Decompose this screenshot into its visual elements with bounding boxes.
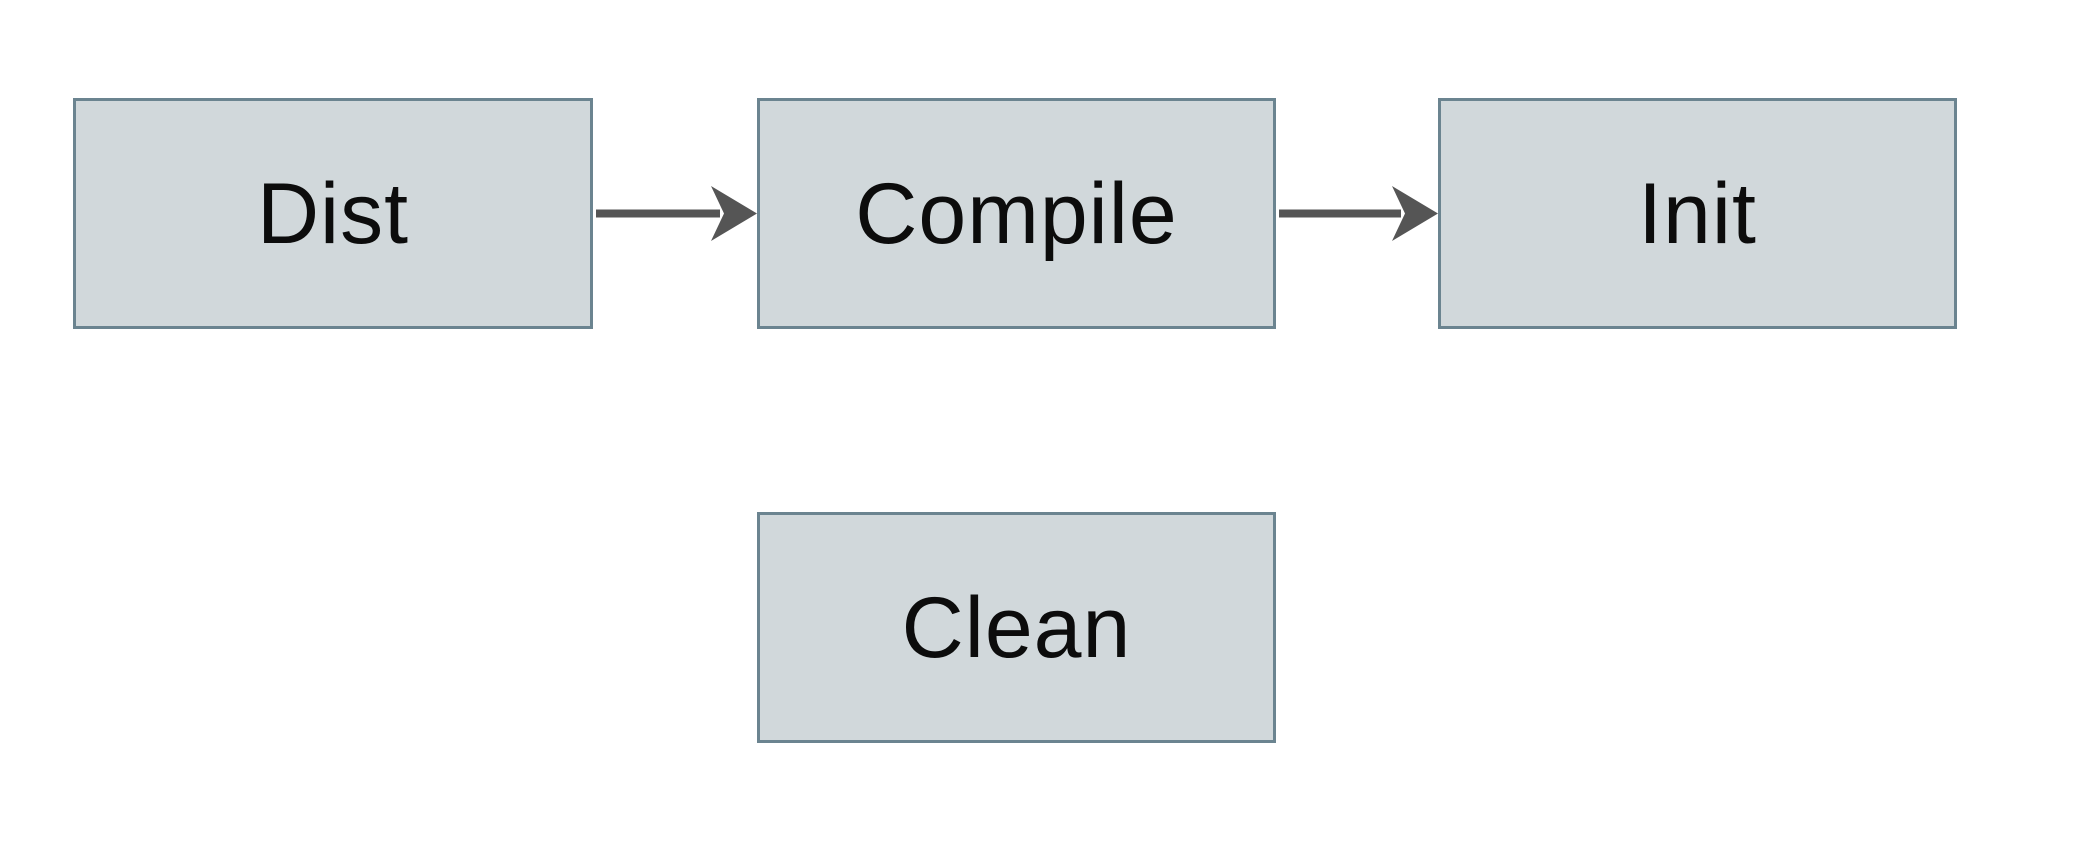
flow-node-dist: Dist bbox=[73, 98, 593, 329]
flow-node-clean: Clean bbox=[757, 512, 1276, 743]
arrow-dist-to-compile-head-icon bbox=[711, 186, 757, 241]
node-compile-label: Compile bbox=[855, 165, 1178, 262]
flow-node-init: Init bbox=[1438, 98, 1957, 329]
node-dist-label: Dist bbox=[256, 165, 410, 262]
arrow-compile-to-init-head-icon bbox=[1392, 186, 1438, 241]
flow-node-compile: Compile bbox=[757, 98, 1276, 329]
node-clean-label: Clean bbox=[901, 579, 1132, 676]
arrow-compile-to-init bbox=[1279, 186, 1438, 241]
node-init-label: Init bbox=[1638, 165, 1757, 262]
arrow-dist-to-compile bbox=[596, 186, 757, 241]
